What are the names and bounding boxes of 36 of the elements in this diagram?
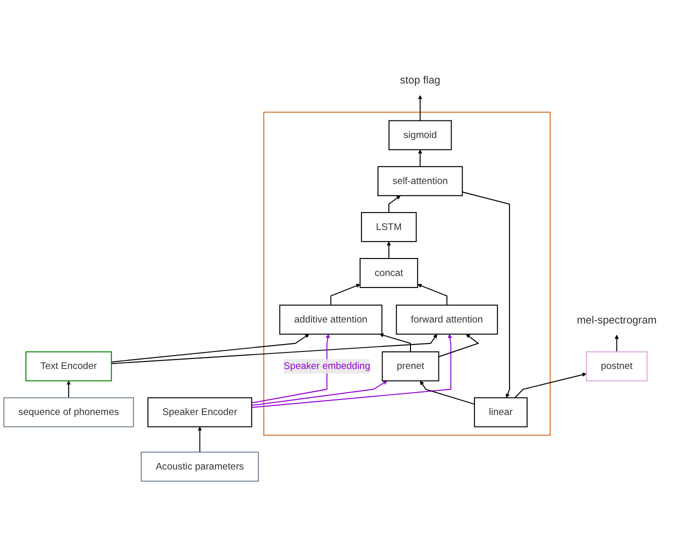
node-box: concat	[360, 258, 418, 288]
arrow	[388, 195, 401, 214]
edge-label: Speaker embedding	[284, 361, 370, 372]
arrow	[198, 426, 202, 453]
arrow	[418, 95, 422, 122]
arrow	[514, 372, 587, 398]
node-box: Text Encoder	[25, 351, 112, 382]
node-box: forward attention	[396, 304, 498, 335]
arrow	[462, 192, 510, 398]
arrow	[614, 334, 619, 352]
node-box: additive attention	[279, 304, 382, 335]
node-box: self-attention	[378, 166, 463, 196]
node-text: stop flag	[400, 74, 440, 86]
arrow	[110, 334, 438, 364]
arrow	[418, 150, 422, 168]
node-box: prenet	[382, 351, 440, 382]
node-box: postnet	[586, 351, 648, 382]
node-text: mel-spectrogram	[576, 314, 657, 326]
arrow	[330, 284, 360, 306]
arrow	[438, 334, 480, 358]
arrow	[66, 380, 71, 398]
arrow	[251, 334, 330, 404]
node-box: Acoustic parameters	[140, 452, 259, 482]
arrow	[110, 334, 310, 362]
arrow	[417, 284, 448, 306]
cluster	[263, 112, 551, 436]
arrow	[251, 380, 388, 406]
arrow	[251, 334, 452, 408]
node-box: sigmoid	[388, 120, 452, 150]
arrow	[379, 333, 411, 352]
node-box: Speaker Encoder	[147, 397, 252, 428]
node-box: linear	[474, 397, 528, 428]
arrow	[386, 241, 391, 259]
node-box: LSTM	[360, 212, 417, 242]
arrow	[420, 380, 475, 405]
node-box: sequence of phonemes	[3, 397, 134, 428]
